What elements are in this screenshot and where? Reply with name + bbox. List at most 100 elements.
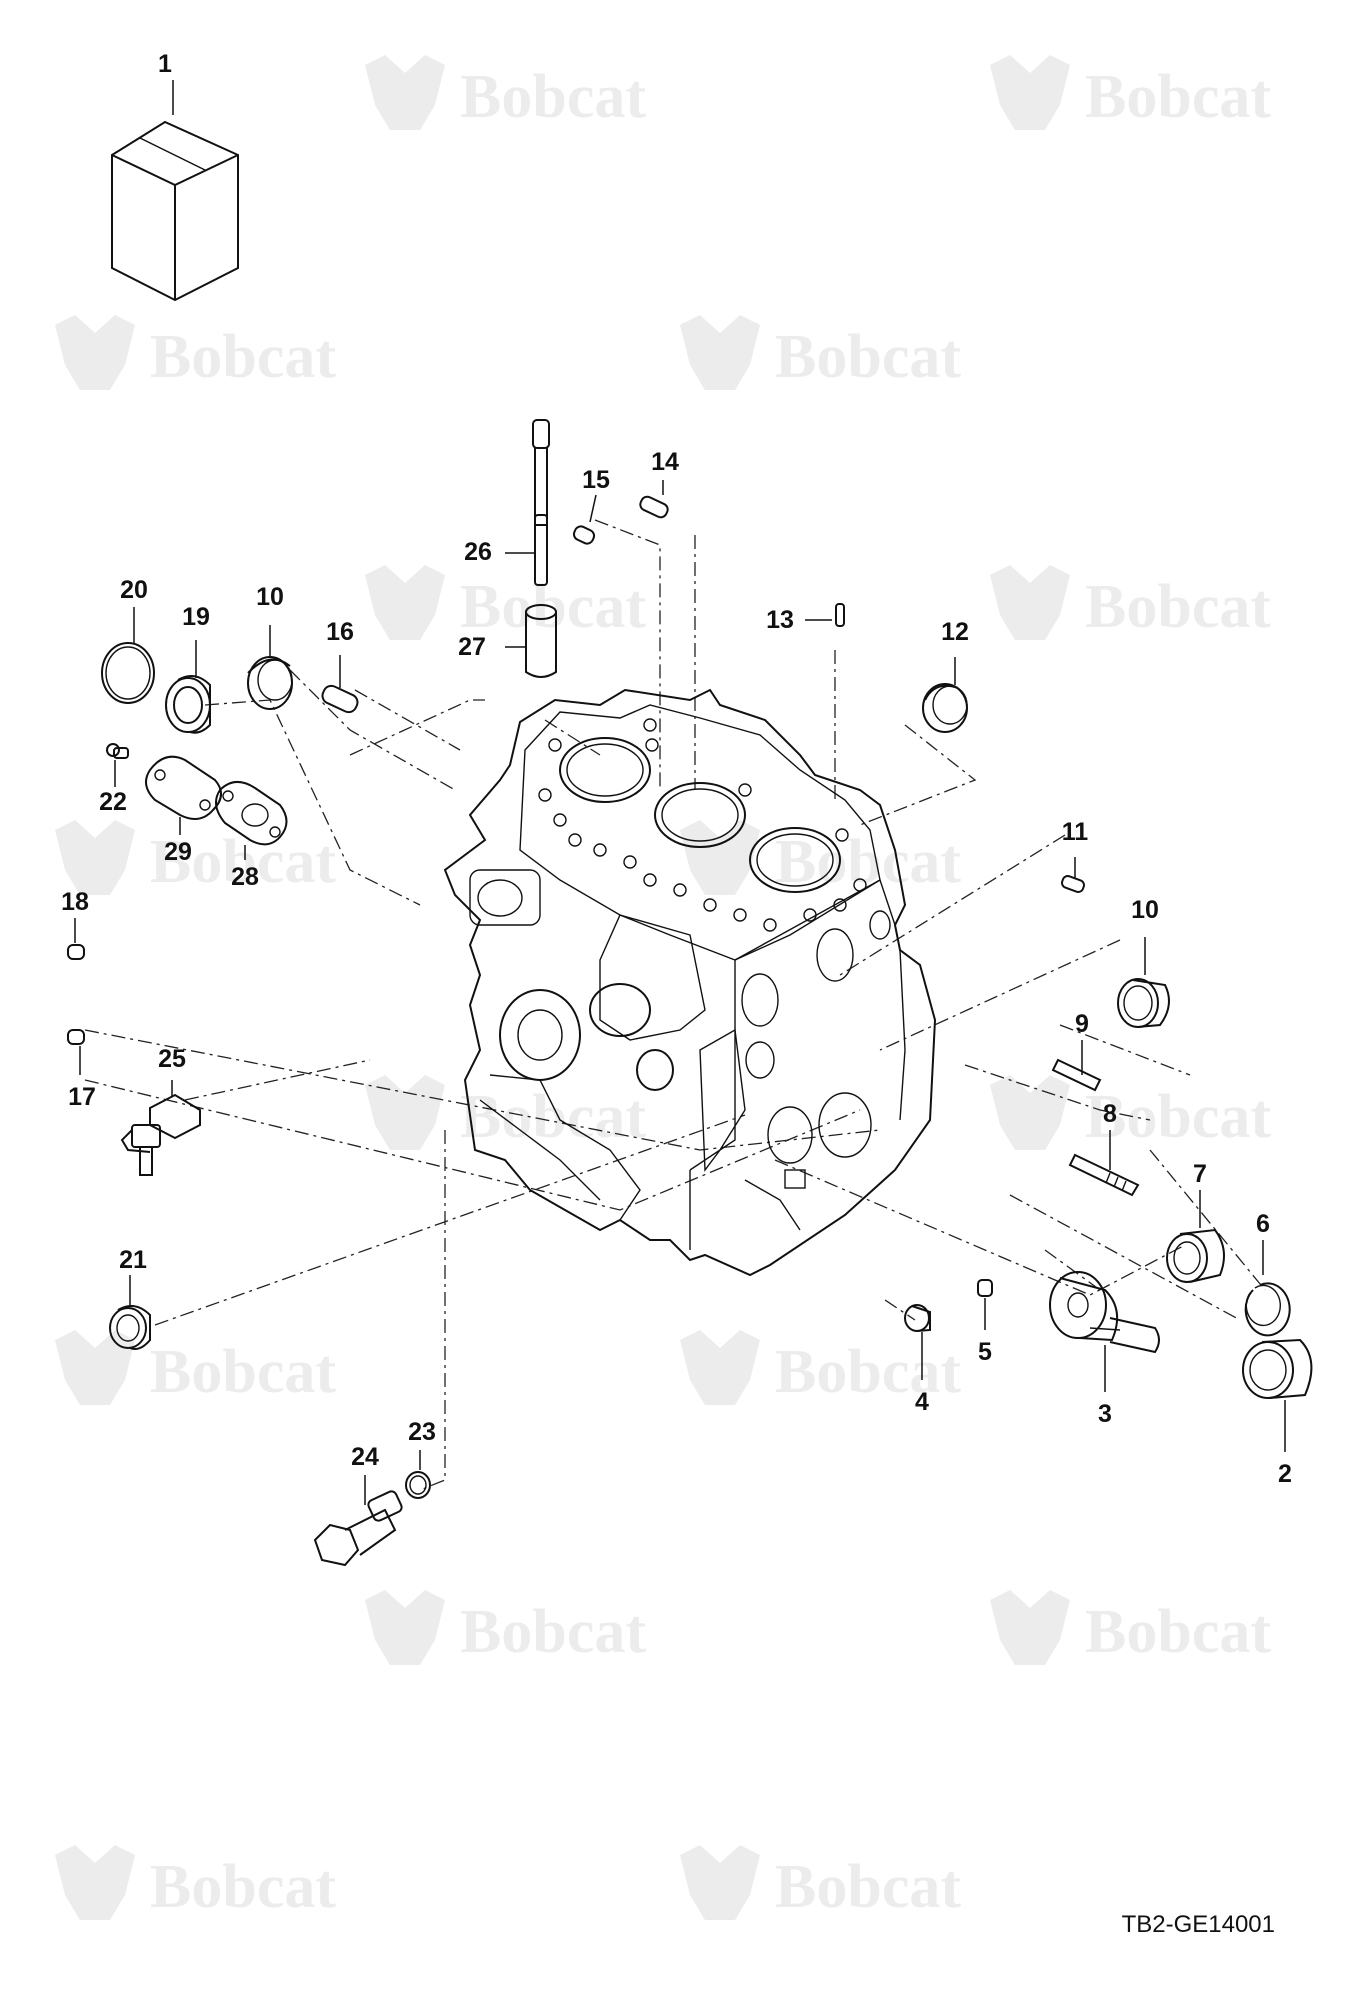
head-bolt-holes — [538, 718, 867, 932]
watermark-logo: Bobcat — [55, 1330, 336, 1406]
watermark-text: Bobcat — [1085, 573, 1271, 641]
watermark-layer: Bobcat Bobcat Bobcat Bobcat Bobcat Bobca… — [55, 55, 1271, 1921]
watermark-text: Bobcat — [1085, 1598, 1271, 1666]
part-drain-plug — [313, 1490, 403, 1567]
oil-pump-boss — [499, 989, 581, 1081]
watermark-text: Bobcat — [460, 63, 646, 131]
part-bushing — [165, 675, 211, 734]
part-pin — [321, 684, 359, 714]
callout-21: 21 — [119, 1246, 147, 1274]
watermark-logo: Bobcat — [990, 1590, 1271, 1666]
part-long-bolt — [532, 419, 550, 586]
callout-11: 11 — [1062, 818, 1089, 846]
callout-7: 7 — [1193, 1160, 1207, 1188]
part-pin — [835, 603, 845, 627]
callout-1: 1 — [158, 50, 172, 78]
callout-3: 3 — [1098, 1400, 1112, 1428]
watermark-text: Bobcat — [150, 1338, 336, 1406]
part-seal — [109, 1305, 151, 1350]
watermark-logo: Bobcat — [55, 820, 336, 896]
watermark-text: Bobcat — [1085, 63, 1271, 131]
callout-2: 2 — [1278, 1460, 1292, 1488]
cylinder-bore — [749, 827, 841, 893]
watermark-text: Bobcat — [775, 1853, 961, 1921]
callout-10: 10 — [1131, 896, 1159, 924]
callout-27: 27 — [458, 633, 486, 661]
callout-labels: 1 2 3 4 5 6 7 8 9 10 10 11 12 13 14 15 1… — [61, 50, 1292, 1488]
watermark-text: Bobcat — [1085, 1083, 1271, 1151]
callout-5: 5 — [978, 1338, 992, 1366]
watermark-logo: Bobcat — [365, 1590, 646, 1666]
callout-12: 12 — [941, 618, 969, 646]
callout-17: 17 — [68, 1083, 96, 1111]
part-plug — [67, 944, 85, 960]
callout-16: 16 — [326, 618, 354, 646]
engine-block — [443, 688, 937, 1277]
part-dowel-pin — [572, 525, 596, 545]
callout-29: 29 — [164, 838, 192, 866]
document-id: TB2-GE14001 — [1122, 1911, 1275, 1938]
head-deck — [519, 704, 881, 961]
watermark-logo: Bobcat — [680, 820, 961, 896]
cylinder-bore — [654, 782, 746, 848]
part-plug — [67, 1029, 85, 1045]
watermark-logo: Bobcat — [365, 1075, 646, 1151]
watermark-text: Bobcat — [150, 828, 336, 896]
watermark-logo: Bobcat — [990, 565, 1271, 641]
front-opening — [741, 973, 779, 1027]
part-pin — [1051, 1058, 1102, 1092]
callout-20: 20 — [120, 576, 148, 604]
part-plug — [977, 1279, 993, 1297]
part-cap — [922, 683, 968, 733]
part-pressure-sensor — [120, 1093, 201, 1176]
callout-23: 23 — [408, 1418, 436, 1446]
part-bushing — [904, 1304, 931, 1332]
assembly-lines — [84, 519, 1266, 1491]
callout-18: 18 — [61, 888, 89, 916]
watermark-logo: Bobcat — [990, 55, 1271, 131]
part-stud — [1068, 1153, 1140, 1197]
front-face-edge — [689, 878, 896, 1171]
callout-28: 28 — [231, 863, 259, 891]
part-gasket — [215, 781, 288, 846]
watermark-logo: Bobcat — [365, 565, 646, 641]
watermark-logo: Bobcat — [55, 1845, 336, 1921]
part-cover-plate — [145, 755, 222, 820]
watermark-text: Bobcat — [460, 1598, 646, 1666]
part-circlip — [1244, 1282, 1291, 1337]
callout-13: 13 — [766, 606, 794, 634]
watermark-logo: Bobcat — [365, 55, 646, 131]
watermark-text: Bobcat — [150, 323, 336, 391]
watermark-logo: Bobcat — [680, 1330, 961, 1406]
part-cap — [1117, 978, 1170, 1028]
watermark-logo: Bobcat — [55, 315, 336, 391]
part-large-bushing — [1242, 1338, 1313, 1399]
part-o-ring — [101, 642, 155, 704]
watermark-text: Bobcat — [150, 1853, 336, 1921]
callout-15: 15 — [582, 466, 610, 494]
watermark-logo: Bobcat — [990, 1075, 1271, 1151]
callout-19: 19 — [182, 603, 210, 631]
callout-24: 24 — [351, 1443, 379, 1471]
part-screw — [106, 743, 129, 759]
watermark-text: Bobcat — [775, 323, 961, 391]
part-sleeve — [525, 604, 557, 678]
cylinder-bore — [559, 737, 651, 803]
callout-14: 14 — [651, 448, 679, 476]
watermark-text: Bobcat — [775, 1338, 961, 1406]
watermark-text: Bobcat — [460, 1083, 646, 1151]
part-o-ring — [405, 1471, 431, 1499]
part-needle-bearing — [1166, 1228, 1225, 1283]
callout-25: 25 — [158, 1045, 186, 1073]
block-outline — [443, 688, 937, 1277]
part-pin — [1061, 875, 1085, 893]
callout-22: 22 — [99, 788, 127, 816]
watermark-logo: Bobcat — [680, 315, 961, 391]
callout-10: 10 — [256, 583, 284, 611]
callout-4: 4 — [915, 1388, 929, 1416]
watermark-logo: Bobcat — [680, 1845, 961, 1921]
part-dowel-pin — [639, 495, 669, 519]
callout-6: 6 — [1256, 1210, 1270, 1238]
part-kit-box — [111, 120, 239, 302]
